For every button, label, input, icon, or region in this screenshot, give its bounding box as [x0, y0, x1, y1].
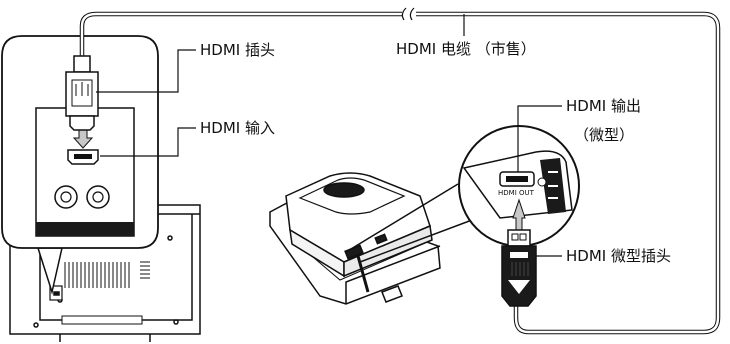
label-hdmi-plug: HDMI 插头 [200, 41, 275, 59]
leader-hdmi-output [517, 105, 562, 172]
camera-zoom-circle: HDMI OUT [458, 125, 580, 247]
zoom-pointer-lines [345, 183, 473, 263]
insert-arrow-up-icon [512, 198, 526, 233]
label-hdmi-input: HDMI 输入 [200, 119, 275, 137]
hdmi-micro-plug [501, 229, 537, 307]
leader-lines [96, 14, 562, 257]
label-hdmi-output: HDMI 输出 [566, 97, 641, 115]
label-hdmi-cable: HDMI 电缆 （市售） [396, 40, 536, 58]
tv-zoom-panel [1, 35, 159, 295]
label-hdmi-output-sub: （微型） [574, 126, 635, 144]
label-hdmi-micro-plug: HDMI 微型插头 [566, 247, 671, 265]
leader-hdmi-plug [96, 49, 196, 93]
tv-vent-slots [64, 261, 150, 288]
camera-dock [269, 172, 441, 305]
leader-hdmi-input [100, 127, 196, 157]
hdmi-plug [65, 55, 99, 131]
cable-break-mark [401, 7, 416, 21]
camera-port-text: HDMI OUT [498, 189, 535, 197]
